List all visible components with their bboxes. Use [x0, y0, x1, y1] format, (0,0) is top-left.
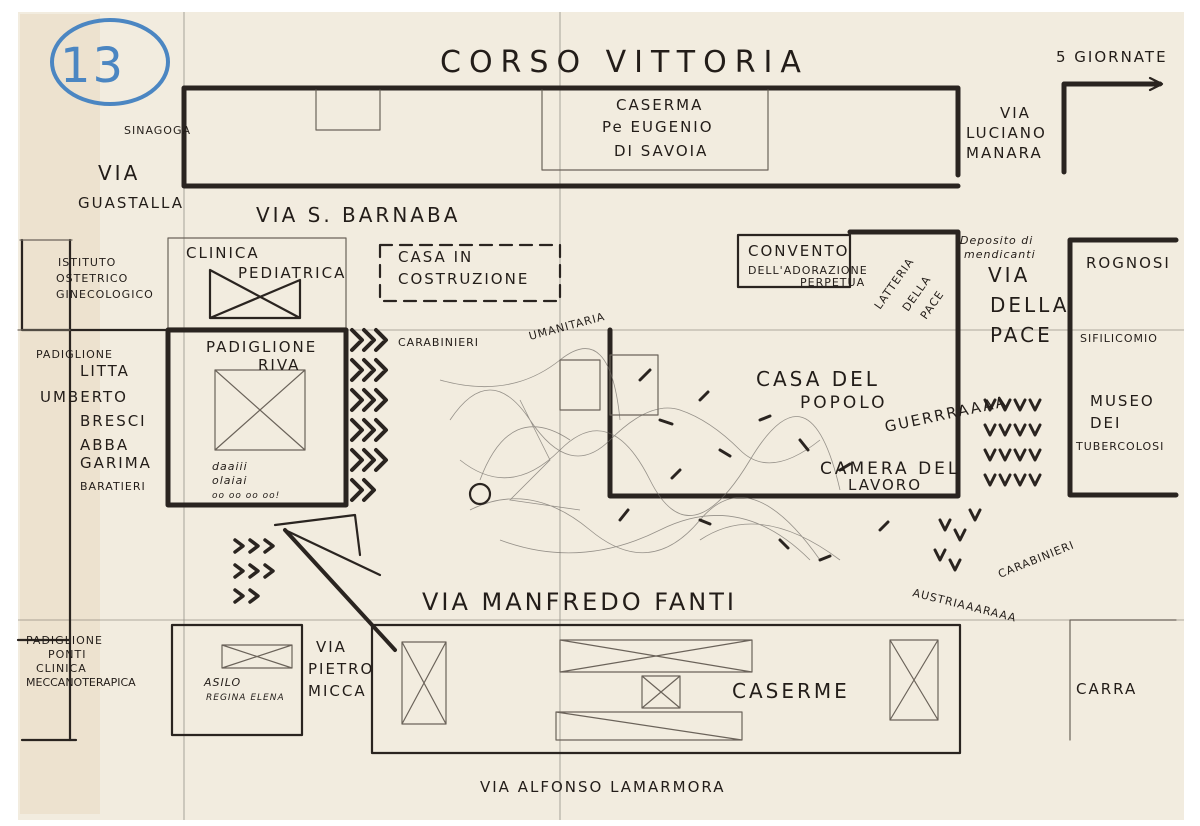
label-padiglione-litta-1: PADIGLIONE [36, 348, 113, 361]
street-via-s-barnaba: VIA S. BARNABA [256, 203, 460, 227]
label-padiglione-ponti-3: CLINICA [36, 662, 87, 675]
street-via-manfredo-fanti: VIA MANFREDO FANTI [422, 588, 737, 616]
label-convento-1: CONVENTO [748, 242, 849, 260]
street-via-alfonso-lamarmora: VIA ALFONSO LAMARMORA [480, 778, 726, 796]
paper-fold [18, 12, 1184, 820]
label-sinagoga: SINAGOGA [124, 124, 191, 137]
label-istituto-2: OSTETRICO [56, 272, 128, 285]
label-padiglione-ponti-1: PADIGLIONE [26, 634, 103, 647]
label-padiglione-ponti-2: PONTI [48, 648, 86, 661]
label-caserme: CASERME [732, 679, 850, 703]
label-riva-scribble-1: daaiii [212, 460, 248, 473]
paper-background [18, 12, 1184, 820]
label-istituto-3: GINECOLOGICO [56, 288, 154, 301]
label-museo-2: DEI [1090, 414, 1121, 432]
label-padiglione-riva-2: RIVA [258, 356, 300, 374]
street-via-guastalla-2: GUASTALLA [78, 194, 184, 212]
block-outlines [16, 81, 1179, 755]
label-padiglione-riva-1: PADIGLIONE [206, 338, 317, 356]
street-via-manara-2: LUCIANO [966, 124, 1047, 142]
label-clinica-1: CLINICA [186, 244, 260, 262]
label-convento-2: DELL'ADORAZIONE [748, 264, 868, 277]
label-deposito-1: Deposito di [960, 234, 1033, 247]
label-abba: ABBA [80, 436, 129, 454]
label-camera-lavoro-1: CAMERA DEL [820, 459, 960, 479]
street-via-micca-2: PIETRO [308, 660, 374, 678]
label-caserma-1: CASERMA [616, 96, 703, 114]
label-garima: GARIMA [80, 454, 152, 472]
label-caserma-2: Pe EUGENIO [602, 118, 714, 136]
street-corso-vittoria: CORSO VITTORIA [440, 45, 809, 80]
label-casa-costruzione-1: CASA IN [398, 248, 473, 266]
svg-text:13: 13 [60, 38, 125, 94]
street-5-giornate: 5 GIORNATE [1056, 48, 1168, 66]
street-via-guastalla-1: VIA [98, 161, 140, 185]
street-via-manara-3: MANARA [966, 144, 1043, 162]
street-via-manara-1: VIA [1000, 104, 1031, 122]
street-via-della-pace-1: VIA [988, 263, 1030, 287]
label-casa-costruzione-2: COSTRUZIONE [398, 270, 529, 288]
label-camera-lavoro-2: LAVORO [848, 476, 922, 494]
street-via-micca-3: MICCA [308, 682, 367, 700]
label-rognosi: ROGNOSI [1086, 254, 1171, 272]
street-via-della-pace-2: DELLA [990, 293, 1069, 317]
label-sifilicomio: SIFILICOMIO [1080, 332, 1158, 345]
label-carabinieri-left: CARABINIERI [398, 336, 479, 349]
label-padiglione-litta-2: LITTA [80, 362, 130, 380]
label-riva-scribble-3: oo oo oo oo! [212, 491, 280, 501]
street-labels: CORSO VITTORIA 5 GIORNATE VIA LUCIANO MA… [78, 45, 1168, 796]
label-istituto-1: ISTITUTO [58, 256, 116, 269]
label-deposito-2: mendicanti [964, 248, 1036, 261]
label-clinica-2: PEDIATRICA [238, 264, 346, 282]
label-carra: CARRA [1076, 680, 1137, 698]
paper-stain [20, 14, 100, 814]
label-bresci: BRESCI [80, 412, 147, 430]
label-umberto: UMBERTO [40, 388, 128, 406]
street-via-della-pace-3: PACE [990, 323, 1053, 347]
label-museo-1: MUSEO [1090, 392, 1155, 410]
crowd-marks [233, 328, 1042, 652]
label-casa-del-popolo-1: CASA DEL [756, 367, 880, 391]
label-casa-del-popolo-2: POPOLO [800, 393, 888, 413]
label-riva-scribble-2: olaiai [212, 474, 247, 487]
label-museo-3: TUBERCOLOSI [1075, 440, 1164, 453]
label-asilo-2: REGINA ELENA [206, 693, 285, 703]
label-padiglione-ponti-4: MECCANOTERAPICA [26, 676, 136, 689]
label-convento-3: PERPETUA [800, 276, 865, 289]
street-via-micca-1: VIA [316, 638, 347, 656]
catalog-mark: 13 [50, 18, 170, 106]
label-caserma-3: DI SAVOIA [614, 142, 708, 160]
label-asilo-1: ASILO [203, 676, 241, 689]
label-baratieri: BARATIERI [80, 480, 146, 493]
